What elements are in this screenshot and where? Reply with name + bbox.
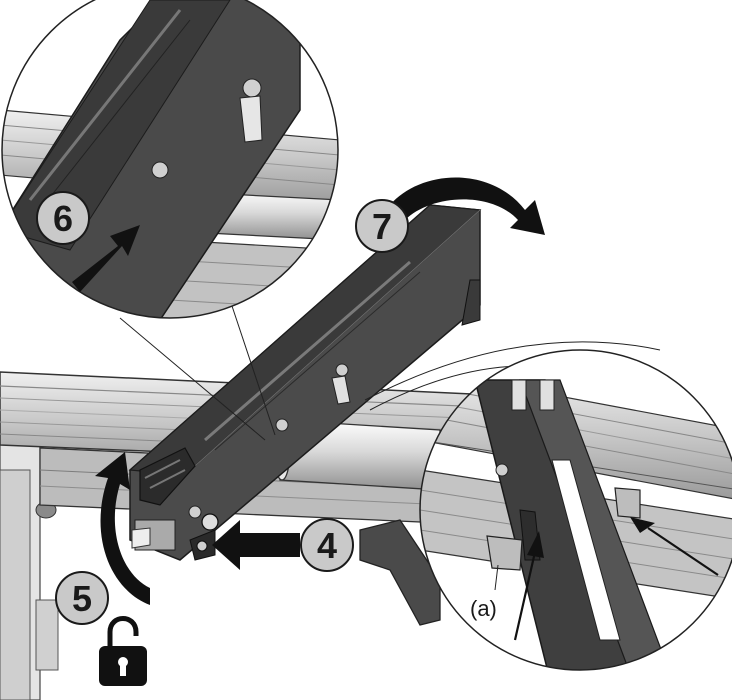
rotate-arrow-step-5 bbox=[95, 452, 150, 605]
step-badge-4: 4 bbox=[300, 518, 354, 572]
detail-circle-top bbox=[1, 0, 339, 319]
clip-a bbox=[486, 535, 523, 571]
callout-a-label: (a) bbox=[470, 596, 497, 621]
step-badge-5: 5 bbox=[55, 571, 109, 625]
lower-bracket bbox=[359, 519, 441, 626]
pointer-arrow-lower bbox=[513, 531, 544, 641]
svg-text:7: 7 bbox=[372, 206, 392, 247]
pointer-arrow-right bbox=[630, 517, 719, 576]
leader-line-top-2 bbox=[119, 317, 266, 441]
svg-text:6: 6 bbox=[53, 198, 73, 239]
leader-line-right bbox=[364, 341, 661, 401]
lock-lever bbox=[131, 447, 219, 561]
push-arrow-step-6 bbox=[72, 225, 140, 292]
cutter-bar bbox=[128, 204, 482, 561]
unlock-icon bbox=[99, 616, 147, 686]
callout-a-leader bbox=[494, 564, 499, 591]
svg-text:5: 5 bbox=[72, 578, 92, 619]
step-badge-6: 6 bbox=[36, 191, 90, 245]
rotate-arrow-step-7 bbox=[390, 177, 545, 235]
step-badge-7: 7 bbox=[355, 199, 409, 253]
svg-text:4: 4 bbox=[317, 525, 337, 566]
push-arrow-step-4 bbox=[212, 520, 300, 570]
leader-line-top bbox=[229, 299, 276, 436]
detail-circle-right: (a) bbox=[419, 349, 732, 671]
